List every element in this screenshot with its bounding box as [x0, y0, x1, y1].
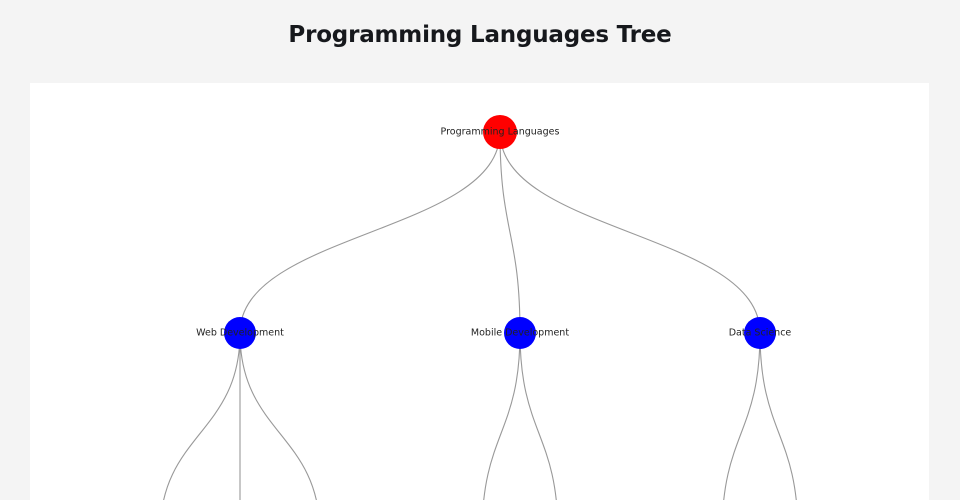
- tree-link-root-to-data: [499, 131, 761, 334]
- node-label-mobile: Mobile Development: [471, 328, 569, 339]
- node-label-web: Web Development: [196, 328, 284, 339]
- node-circle-mobile[interactable]: [504, 317, 536, 349]
- tree-node-root[interactable]: Programming Languages: [441, 115, 560, 149]
- tree-node-web[interactable]: Web Development: [196, 317, 284, 349]
- page-title: Programming Languages Tree: [288, 22, 672, 48]
- tree-link-root-to-web: [239, 131, 501, 334]
- tree-link-mobile-to-mobile-c1: [483, 332, 521, 500]
- node-circle-web[interactable]: [224, 317, 256, 349]
- page-header: Programming Languages Tree: [0, 0, 960, 83]
- node-label-data: Data Science: [729, 328, 792, 339]
- tree-link-data-to-data-c2: [759, 332, 797, 500]
- node-circle-data[interactable]: [744, 317, 776, 349]
- node-circle-root[interactable]: [483, 115, 517, 149]
- tree-node-data[interactable]: Data Science: [729, 317, 792, 349]
- node-label-root: Programming Languages: [441, 127, 560, 138]
- tree-link-web-to-web-c1: [163, 332, 241, 500]
- tree-link-mobile-to-mobile-c2: [519, 332, 557, 500]
- tree-node-mobile[interactable]: Mobile Development: [471, 317, 569, 349]
- tree-link-root-to-mobile: [499, 131, 521, 334]
- tree-links-layer: [163, 131, 797, 500]
- tree-link-data-to-data-c1: [723, 332, 761, 500]
- tree-link-web-to-web-c3: [239, 332, 317, 500]
